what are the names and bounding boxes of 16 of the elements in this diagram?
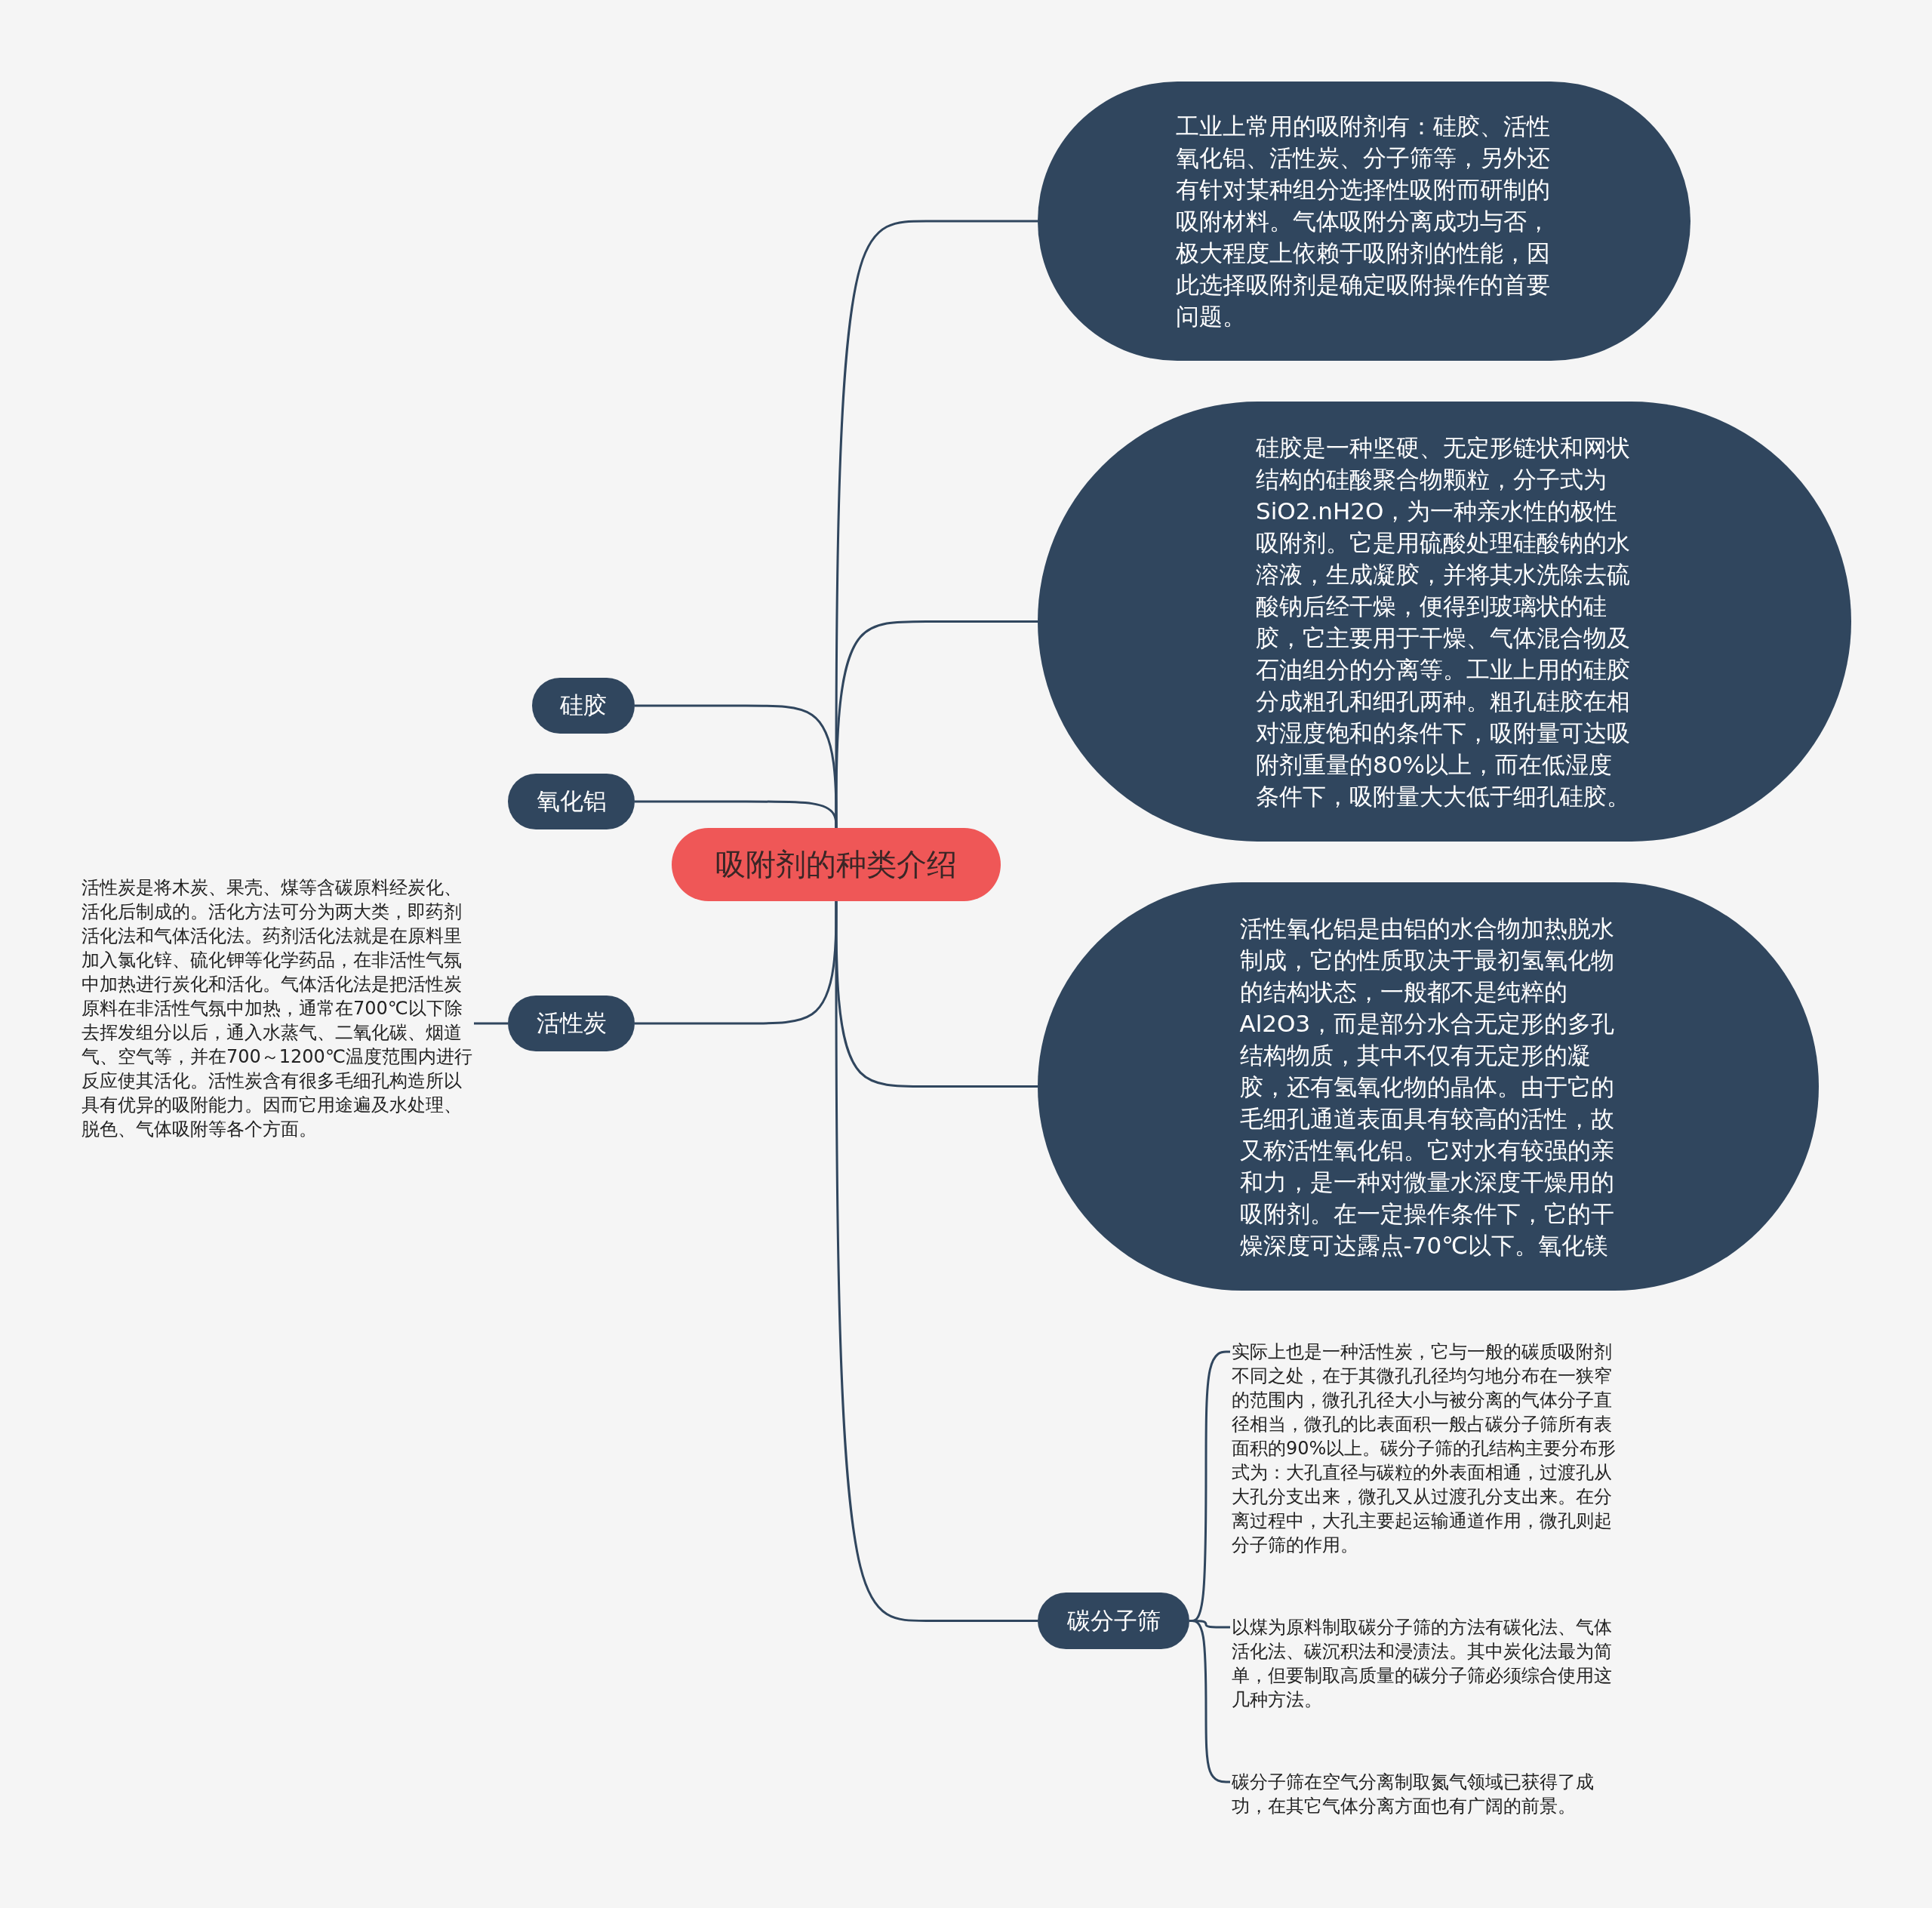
topic-text: 硅胶是一种坚硬、无定形链状和网状结构的硅酸聚合物颗粒，分子式为SiO2.nH2O，为一种亲水性的极性吸附剂。它是用硫酸处理硅酸钠的水溶液，生成凝胶，并将其水洗除去硫酸钠后经干燥，便得到玻璃状的硅胶，它主要用于干燥、气体混合物及石油组分的分离等。工业上用的硅胶分成粗孔和细孔两种。粗孔硅胶在相对湿度饱和的条件下，吸附量可达吸附剂重量的80%以上，而在低湿度条件下，吸附量大大低于细孔硅胶。 — [1256, 432, 1631, 811]
topic-text: 工业上常用的吸附剂有：硅胶、活性氧化铝、活性炭、分子筛等，另外还有针对某种组分选择性吸附而研制的吸附材料。气体吸附分离成功与否，极大程度上依赖于吸附剂的性能，因此选择吸附剂是确定吸附操作的首要问题。 — [1175, 112, 1551, 331]
topic-title: 吸附剂的种类介绍 — [715, 846, 957, 883]
topic-text: 活性炭 — [536, 1008, 607, 1038]
note-text: 以煤为原料制取碳分子筛的方法有碳化法、气体活化法、碳沉积法和浸渍法。其中炭化法最为简单，但要制取高质量的碳分子筛必须综合使用这几种方法。 — [1232, 1615, 1617, 1715]
note-text: 实际上也是一种活性炭，它与一般的碳质吸附剂不同之处，在于其微孔孔径均匀地分布在一狭窄的范围内，微孔孔径大小与被分离的气体分子直径相当，微孔的比表面积一般占碳分子筛所有表面积的90%以上。碳分子筛的孔结构主要分布形式为：大孔直径与碳粒的外表面相通，过渡孔从大孔分支出来，微孔又从过渡孔分支出来。在分离过程中，大孔主要起运输通道作用，微孔则起分子筛的作用。 — [1232, 1340, 1617, 1559]
note-text: 活性炭是将木炭、果壳、煤等含碳原料经炭化、活化后制成的。活化方法可分为两大类，即药剂活化法和气体活化法。药剂活化法就是在原料里加入氯化锌、硫化钾等化学药品，在非活性气氛中加热进行炭化和活化。气体活化法是把活性炭原料在非活性气氛中加热，通常在700℃以下除去挥发组分以后，通入水蒸气、二氧化碳、烟道气、空气等，并在700～1200℃温度范围内进行反应使其活化。活性炭含有很多毛细孔构造所以具有优异的吸附能力。因而它用途遍及水处理、脱色、气体吸附等各个方面。 — [82, 876, 474, 1171]
topic-text: 活性氧化铝是由铝的水合物加热脱水制成，它的性质取决于最初氢氧化物的结构状态，一般都不是纯粹的Al2O3，而是部分水合无定形的多孔结构物质，其中不仅有无定形的凝胶，还有氢氧化物的晶体。由于它的毛细孔通道表面具有较高的活性，故又称活性氧化铝。它对水有较强的亲和力，是一种对微量水深度干燥用的吸附剂。在一定操作条件下，它的干燥深度可达露点-70℃以下。氧化镁 — [1239, 913, 1616, 1260]
note-text: 碳分子筛在空气分离制取氮气领域已获得了成功，在其它气体分离方面也有广阔的前景。 — [1232, 1770, 1617, 1820]
connector-line — [635, 704, 838, 828]
connector-line — [635, 800, 838, 828]
topic-text: 碳分子筛 — [1066, 1605, 1161, 1636]
connector-line — [474, 1022, 508, 1025]
topic-text: 硅胶 — [560, 691, 607, 720]
topic-text: 氧化铝 — [536, 786, 607, 816]
connector-line — [835, 901, 1038, 1622]
